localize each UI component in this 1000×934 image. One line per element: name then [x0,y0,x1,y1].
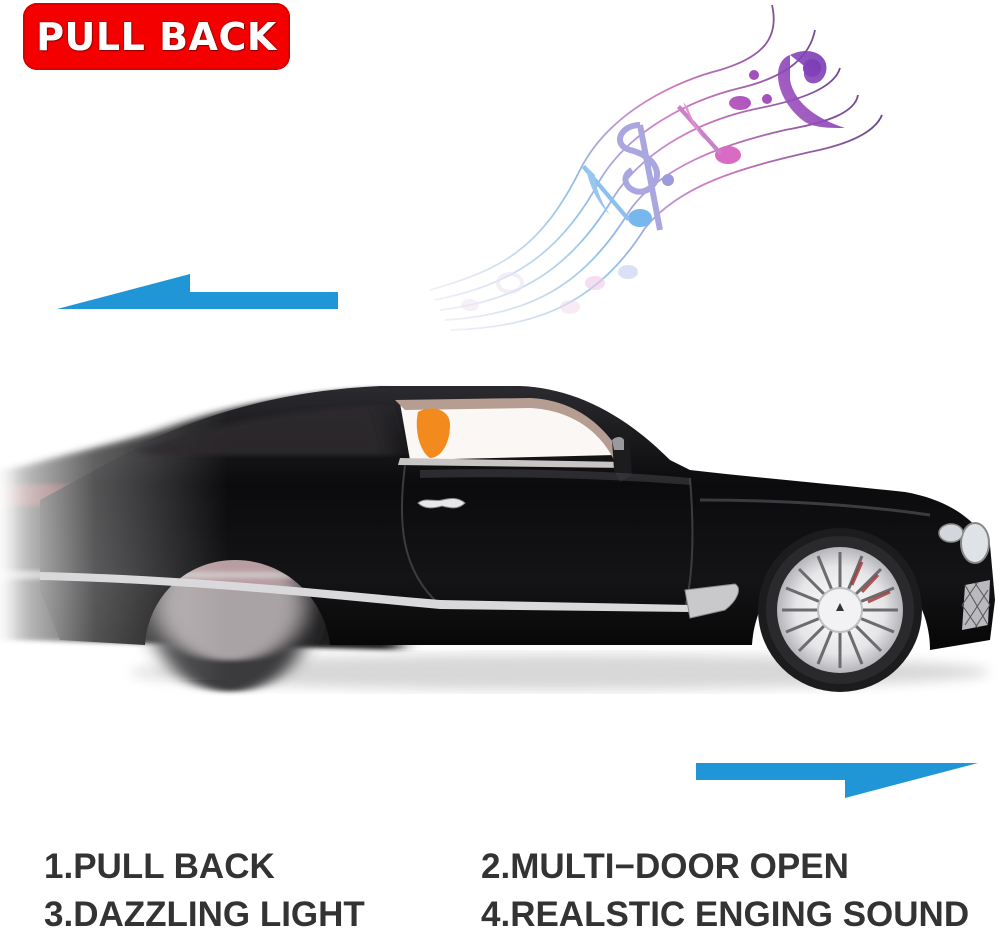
feature-item: 3.DAZZLING LIGHT [44,895,365,934]
badge-label: PULL BACK [36,14,277,59]
pull-back-badge: PULL BACK [23,3,290,70]
feature-item: 1.PULL BACK [44,847,275,886]
feature-item: 4.REALSTIC ENGING SOUND [481,895,970,934]
feature-list: 1.PULL BACK 2.MULTI−DOOR OPEN 3.DAZZLING… [0,840,1000,934]
feature-item: 2.MULTI−DOOR OPEN [481,847,849,886]
